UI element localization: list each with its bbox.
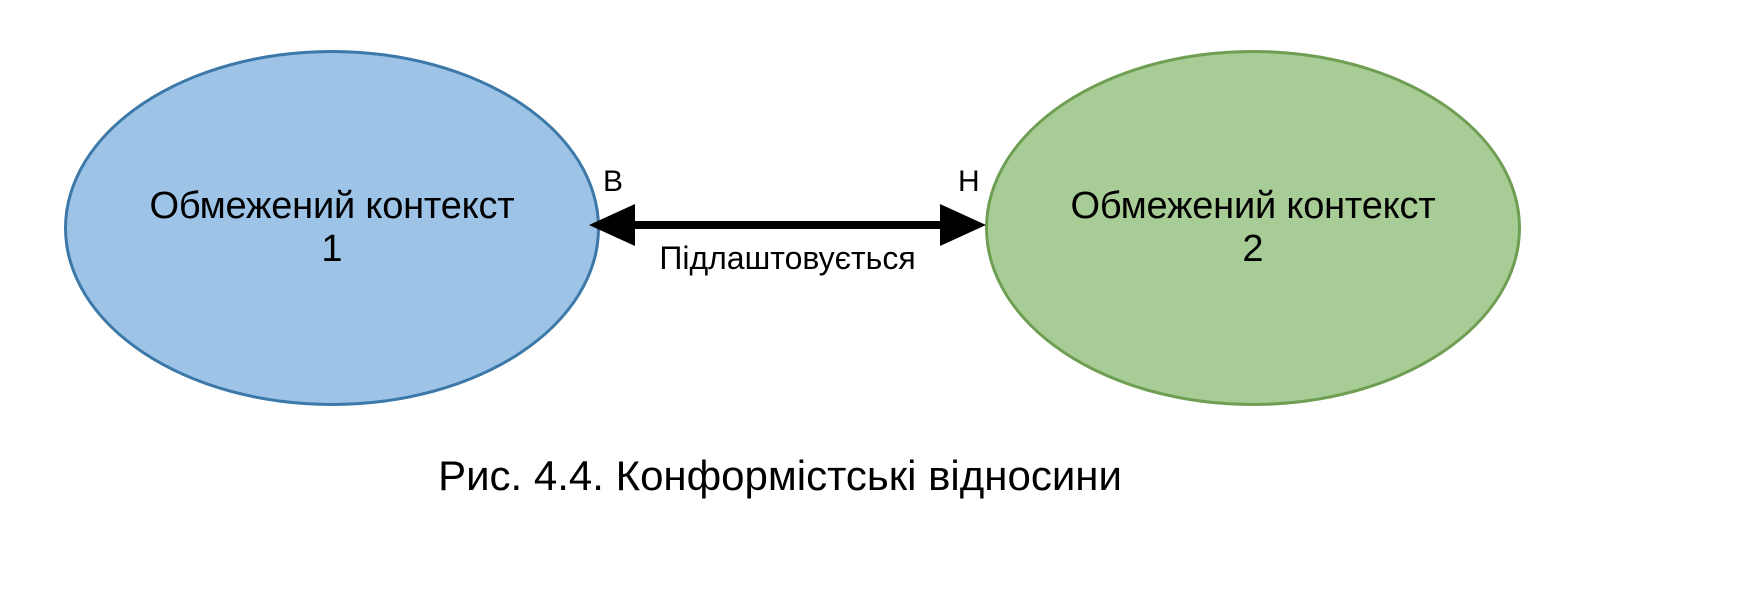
bounded-context-1-node[interactable]: Обмежений контекст 1 <box>64 50 600 406</box>
bounded-context-1-number: 1 <box>321 228 343 270</box>
double-headed-arrow-icon <box>589 204 986 246</box>
bounded-context-2-label: Обмежений контекст <box>1070 185 1436 228</box>
bounded-context-2-number: 2 <box>1242 228 1264 270</box>
bounded-context-2-node[interactable]: Обмежений контекст 2 <box>985 50 1521 406</box>
connector-target-endpoint-label: Н <box>958 165 980 198</box>
bounded-context-1-label: Обмежений контекст <box>149 185 515 228</box>
connector-source-endpoint-label: В <box>603 165 624 198</box>
conformist-relation-connector[interactable] <box>585 196 990 256</box>
connector-relation-label: Підлаштовується <box>659 240 916 276</box>
figure-caption: Рис. 4.4. Конформістські відносини <box>438 452 1122 499</box>
